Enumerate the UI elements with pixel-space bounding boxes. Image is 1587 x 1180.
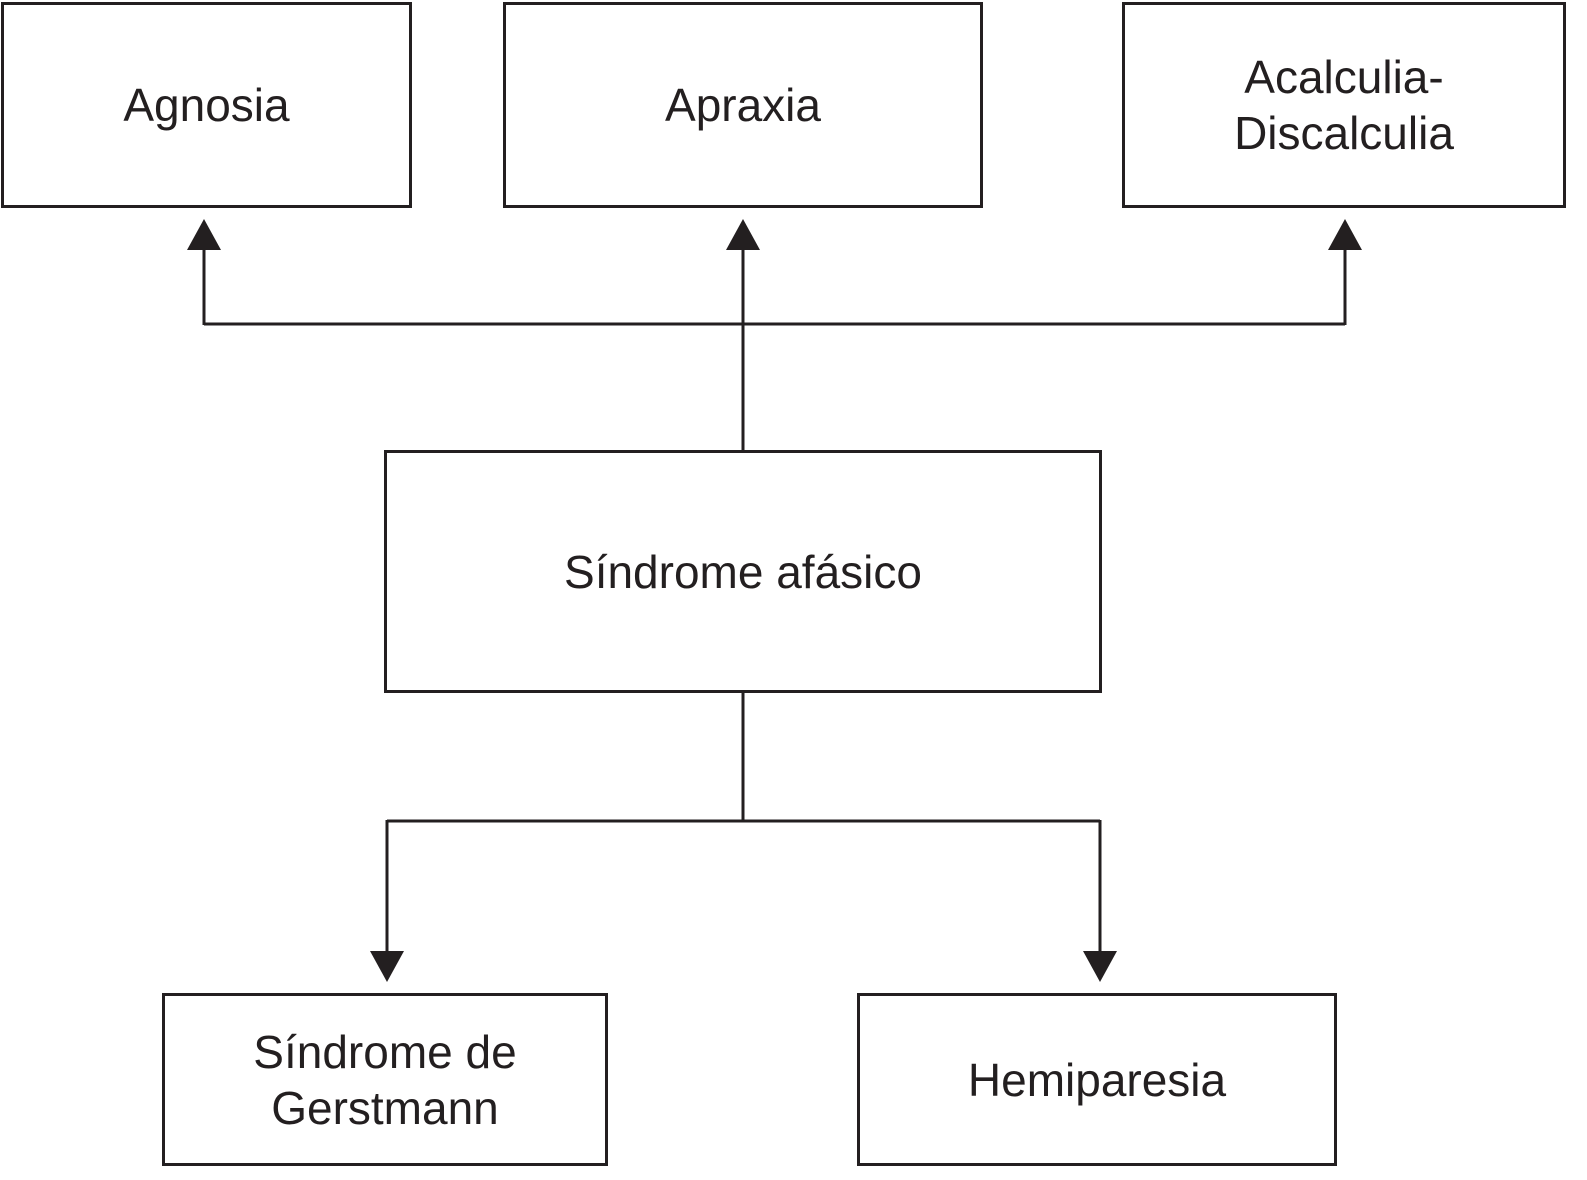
node-gerstmann-label: Síndrome de Gerstmann [253, 1024, 516, 1136]
node-apraxia-label: Apraxia [665, 77, 821, 133]
arrowhead-agnosia [187, 219, 221, 250]
node-agnosia: Agnosia [1, 2, 412, 208]
node-gerstmann-line-1: Síndrome de [253, 1025, 517, 1078]
node-hemiparesia-line-1: Hemiparesia [967, 1053, 1227, 1106]
node-acalculia-label: Acalculia- Discalculia [1234, 49, 1454, 161]
node-agnosia-line-1: Agnosia [123, 79, 290, 131]
arrowhead-gerstmann [370, 951, 404, 982]
node-hemiparesia-label: Hemiparesia [968, 1052, 1226, 1108]
node-acalculia-line-2: Discalculia [1234, 107, 1454, 159]
node-apraxia: Apraxia [503, 2, 983, 208]
node-sindrome-afasico-label: Síndrome afásico [564, 544, 922, 600]
node-agnosia-label: Agnosia [123, 77, 289, 133]
node-acalculia-discalculia: Acalculia- Discalculia [1122, 2, 1566, 208]
node-sindrome-de-gerstmann: Síndrome de Gerstmann [162, 993, 608, 1166]
node-sindrome-afasico-line-1: Síndrome afásico [564, 545, 922, 598]
arrowhead-apraxia [726, 219, 760, 250]
arrowhead-hemiparesia [1083, 951, 1117, 982]
node-acalculia-line-1: Acalculia- [1244, 51, 1444, 103]
node-gerstmann-line-2: Gerstmann [271, 1081, 499, 1134]
node-apraxia-line-1: Apraxia [665, 79, 821, 131]
arrowhead-acalculia [1328, 219, 1362, 250]
node-hemiparesia: Hemiparesia [857, 993, 1337, 1166]
node-sindrome-afasico: Síndrome afásico [384, 450, 1102, 693]
